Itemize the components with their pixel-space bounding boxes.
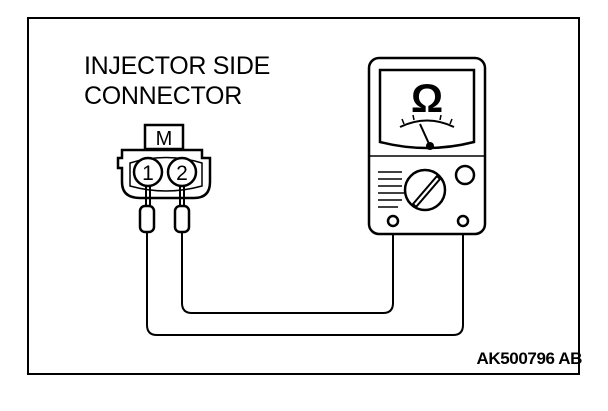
probe-left	[138, 186, 156, 325]
meter-needle	[419, 123, 431, 147]
wire-pin-1-to-meter	[146, 226, 464, 336]
pin-2-label: 2	[176, 162, 188, 185]
pin-1-circle	[132, 156, 164, 188]
pin-2-circle	[166, 156, 198, 188]
connector-lock-mark: M	[156, 128, 173, 150]
injector-connector: M 1 2	[116, 123, 212, 200]
needle-pivot	[426, 142, 434, 150]
wire-pin-2-to-meter	[181, 226, 394, 314]
meter-scale-arc	[399, 119, 455, 128]
diagram-frame	[27, 17, 580, 375]
ohmmeter: Ω	[367, 56, 487, 236]
probe-right	[173, 186, 191, 303]
ohm-symbol: Ω	[411, 77, 443, 121]
figure-code: AK500796 AB	[476, 349, 582, 368]
connector-title-line-1: INJECTOR SIDE	[84, 52, 270, 80]
meter-terminal-left	[386, 214, 400, 228]
range-markings	[378, 171, 404, 208]
pin-1-label: 1	[142, 162, 154, 185]
zero-adjust-knob[interactable]	[454, 164, 476, 186]
knob-pointer	[411, 174, 442, 209]
meter-terminal-right	[456, 214, 470, 228]
connector-title-line-2: CONNECTOR	[84, 82, 242, 110]
